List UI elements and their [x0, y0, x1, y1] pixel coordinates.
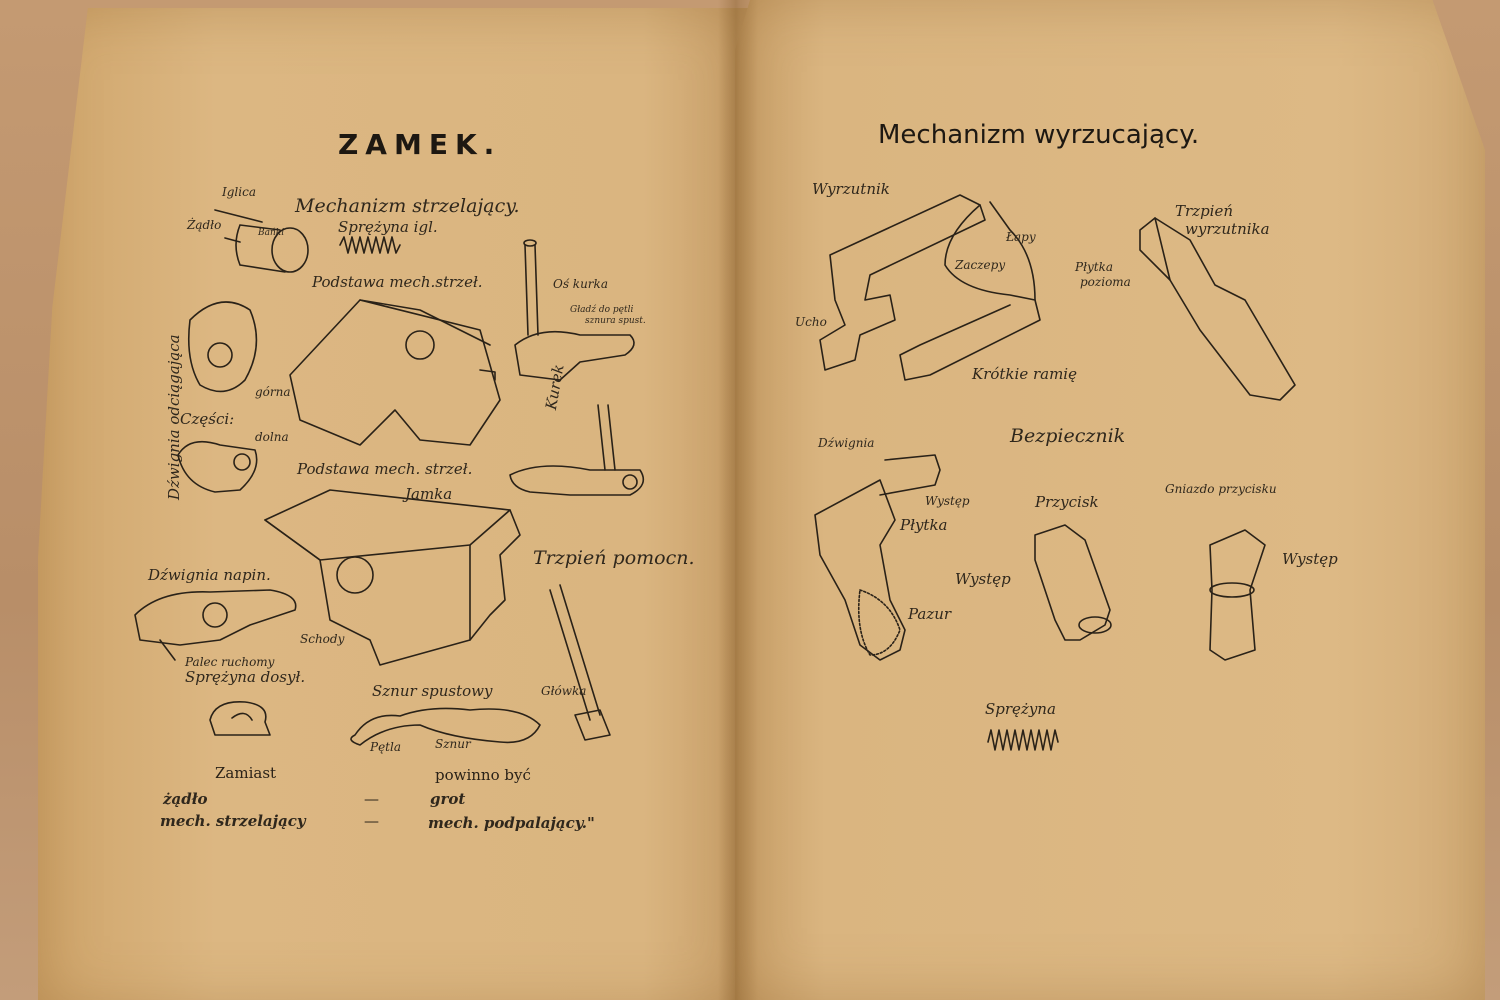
label-jamka: Jamka [405, 485, 453, 503]
right-page [735, 0, 1485, 1000]
sznur-drawing [350, 707, 541, 746]
label-sznura: sznura spust. [585, 316, 646, 326]
label-glowka: Główka [541, 684, 587, 698]
label-gorna: górna [255, 385, 291, 399]
errata-header-powinno: powinno być [435, 766, 531, 784]
errata-dash-2: — [364, 812, 379, 830]
label-czesci: Części: [180, 410, 235, 428]
label-wystep-1: Występ [925, 494, 970, 508]
iglica-drawing [214, 209, 309, 273]
label-plytka-2: Płytka [900, 516, 948, 534]
label-sprezyna-igl: Sprężyna igl. [338, 218, 438, 236]
sprezyna-igl-drawing [339, 236, 401, 254]
label-zadlo: Żądło [187, 218, 222, 232]
podstawa-top-drawing [289, 299, 501, 446]
label-ucho: Ucho [795, 315, 827, 329]
dzwignia-napin-drawing [134, 589, 297, 661]
os-kurka-drawing [514, 239, 635, 381]
errata-wrong-2: mech. strzelający [160, 812, 306, 830]
wyrzutnik-drawing [819, 194, 1041, 381]
label-gladz: Gładź do pętli [570, 305, 634, 315]
label-wyrzutnika: wyrzutnika [1185, 220, 1270, 238]
dzwignia-bezpiecznik-drawing [814, 454, 941, 661]
trzpien-pomocn-drawing [549, 584, 611, 741]
przycisk-drawing [1034, 524, 1112, 641]
kurek-drawing [509, 404, 645, 496]
sprezyna-drawing [987, 729, 1059, 751]
errata-right-2: mech. podpalający." [428, 814, 595, 832]
label-krotkie-ramie: Krótkie ramię [972, 365, 1077, 383]
label-przycisk: Przycisk [1035, 493, 1099, 511]
label-os-kurka: Oś kurka [553, 277, 608, 291]
label-lapy: Łapy [1006, 230, 1036, 244]
trzpien-wyrzutnika-drawing [1139, 217, 1296, 401]
podstawa-mid-drawing [264, 489, 521, 666]
label-wystep-2: Występ [955, 570, 1011, 588]
errata-header-zamiast: Zamiast [215, 764, 277, 782]
section-heading-mechanizm-strzelajacy: Mechanizm strzelający. [295, 195, 520, 217]
label-palec-ruchomy: Palec ruchomy [185, 655, 275, 669]
sprezyna-dosyl-drawing [209, 701, 271, 736]
dzwignia-dolna-drawing [177, 440, 258, 493]
label-iglica: Iglica [222, 185, 256, 199]
label-podstawa-mid: Podstawa mech. strzeł. [297, 460, 473, 478]
label-pazur: Pazur [908, 605, 952, 623]
right-page-title: Mechanizm wyrzucający. [878, 120, 1200, 150]
left-page [38, 8, 750, 1000]
dzwignia-gorna-drawing [187, 301, 258, 393]
label-pozioma: pozioma [1080, 275, 1131, 289]
label-plytka: Płytka [1075, 260, 1113, 274]
label-petla: Pętla [370, 740, 401, 754]
label-dzwignia: Dźwignia [818, 436, 875, 450]
label-banki: Bańki [258, 228, 285, 238]
label-dzwignia-napin: Dźwignia napin. [148, 566, 271, 584]
label-zaczepy: Zaczepy [955, 258, 1006, 272]
errata-right-1: grot [430, 790, 466, 808]
label-dolna: dolna [255, 430, 289, 444]
label-wystep-3: Występ [1282, 550, 1338, 568]
label-trzpien: Trzpień [1175, 202, 1234, 220]
gniazdo-przycisku-drawing [1209, 529, 1266, 661]
errata-wrong-1: żądło [163, 790, 208, 808]
book-gutter [718, 0, 758, 1000]
label-trzpien-pomocn: Trzpień pomocn. [533, 547, 695, 569]
errata-dash-1: — [364, 790, 379, 808]
label-sprezyna-dosyl: Sprężyna dosył. [185, 668, 306, 686]
label-podstawa-top: Podstawa mech.strzeł. [312, 273, 483, 291]
label-wyrzutnik: Wyrzutnik [812, 180, 890, 198]
label-gniazdo-przycisku: Gniazdo przycisku [1165, 482, 1277, 496]
label-bezpiecznik: Bezpiecznik [1010, 425, 1126, 447]
label-sznur: Sznur [435, 737, 471, 751]
label-schody: Schody [300, 632, 345, 646]
label-sznur-spustowy: Sznur spustowy [372, 682, 493, 700]
left-page-title: ZAMEK. [338, 128, 502, 161]
label-sprezyna: Sprężyna [985, 700, 1056, 718]
